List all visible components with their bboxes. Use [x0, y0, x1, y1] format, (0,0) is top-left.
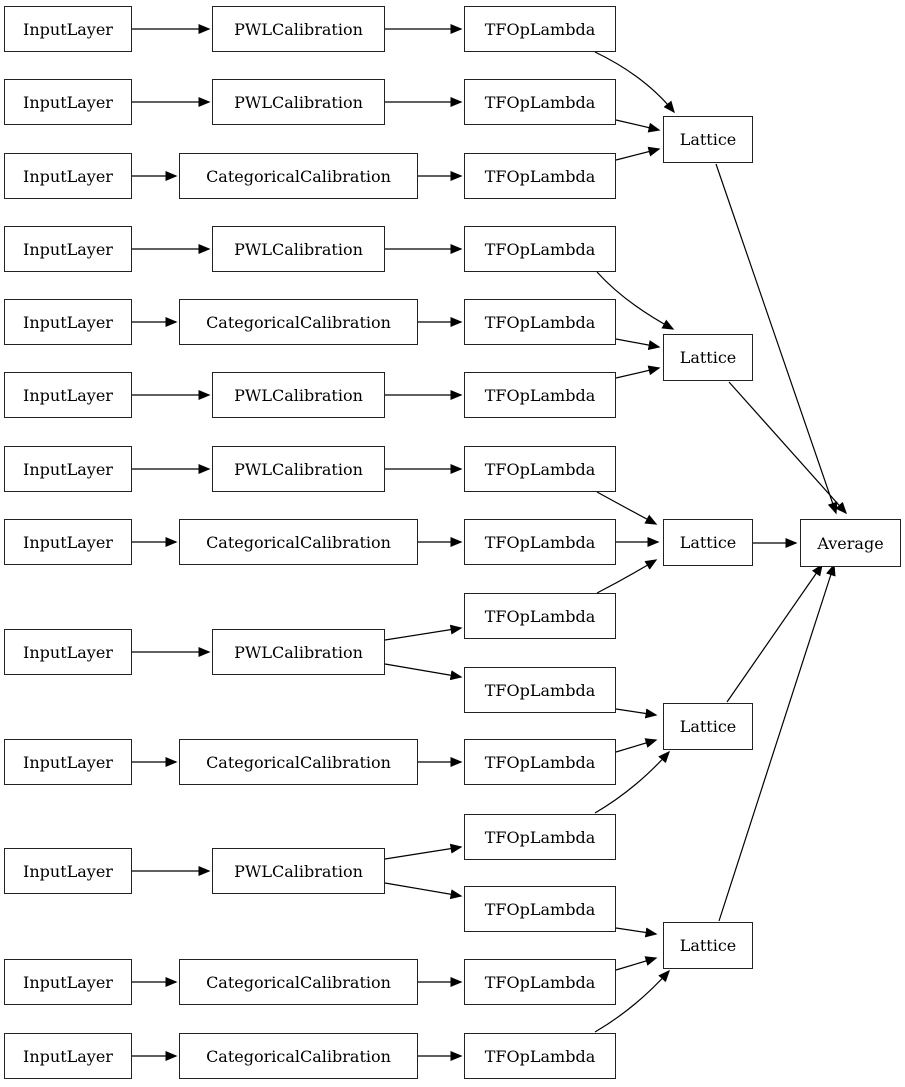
node-cc3: CategoricalCalibration: [179, 153, 418, 199]
node-tfl12: TFOpLambda: [464, 739, 616, 785]
node-il7: InputLayer: [4, 446, 132, 492]
edge-pwl10-to-tfl11: [384, 663, 463, 681]
node-lattice1: Lattice: [663, 116, 753, 163]
node-il6: InputLayer: [4, 372, 132, 418]
node-tfl16: TFOpLambda: [464, 959, 616, 1005]
node-tfl9: TFOpLambda: [464, 593, 616, 639]
node-il5: InputLayer: [4, 299, 132, 345]
node-tfl15: TFOpLambda: [464, 886, 616, 932]
edge-tfl1-to-lattice1: [594, 51, 675, 114]
edge-tfl16-to-lattice5: [615, 956, 658, 971]
node-cc8: CategoricalCalibration: [179, 519, 418, 565]
node-il4: InputLayer: [4, 226, 132, 272]
node-pwl2: PWLCalibration: [212, 79, 385, 125]
edge-tfl15-to-lattice5: [615, 927, 658, 938]
node-il1: InputLayer: [4, 6, 132, 52]
node-pwl1: PWLCalibration: [212, 6, 385, 52]
node-pwl7: PWLCalibration: [212, 446, 385, 492]
node-tfl17: TFOpLambda: [464, 1033, 616, 1079]
node-pwl4: PWLCalibration: [212, 226, 385, 272]
node-il2: InputLayer: [4, 79, 132, 125]
edge-tfl2-to-lattice1: [615, 119, 661, 133]
edge-tfl12-to-lattice4: [615, 738, 658, 753]
edge-pwl14-to-tfl13: [384, 843, 463, 860]
node-cc16: CategoricalCalibration: [179, 959, 418, 1005]
edge-pwl14-to-tfl15: [384, 882, 463, 900]
node-tfl7: TFOpLambda: [464, 446, 616, 492]
node-il16: InputLayer: [4, 959, 132, 1005]
node-il8: InputLayer: [4, 519, 132, 565]
node-tfl11: TFOpLambda: [464, 667, 616, 713]
node-pwl10: PWLCalibration: [212, 629, 385, 675]
edge-tfl3-to-lattice1: [615, 146, 661, 161]
node-average: Average: [800, 519, 901, 567]
node-pwl14: PWLCalibration: [212, 848, 385, 894]
edge-tfl7-to-lattice3: [596, 491, 658, 525]
node-lattice3: Lattice: [663, 519, 753, 566]
edge-tfl6-to-lattice2: [615, 365, 661, 379]
node-tfl1: TFOpLambda: [464, 6, 616, 52]
edge-lattice2-to-average: [728, 381, 847, 515]
edge-tfl5-to-lattice2: [615, 338, 661, 350]
node-pwl6: PWLCalibration: [212, 372, 385, 418]
node-tfl2: TFOpLambda: [464, 79, 616, 125]
node-cc17: CategoricalCalibration: [179, 1033, 418, 1079]
edge-tfl17-to-lattice5: [594, 969, 670, 1033]
edge-tfl11-to-lattice4: [615, 708, 658, 719]
edge-tfl9-to-lattice3: [596, 559, 658, 594]
node-il12: InputLayer: [4, 739, 132, 785]
edge-lattice4-to-average: [726, 563, 823, 703]
node-cc12: CategoricalCalibration: [179, 739, 418, 785]
node-tfl5: TFOpLambda: [464, 299, 616, 345]
node-tfl13: TFOpLambda: [464, 814, 616, 860]
edge-pwl10-to-tfl9: [384, 624, 463, 641]
edge-tfl13-to-lattice4: [594, 750, 670, 814]
node-tfl6: TFOpLambda: [464, 372, 616, 418]
node-tfl3: TFOpLambda: [464, 153, 616, 199]
edge-lattice5-to-average: [718, 563, 836, 922]
node-lattice2: Lattice: [663, 334, 753, 381]
node-lattice4: Lattice: [663, 703, 753, 750]
edge-tfl4-to-lattice2: [596, 271, 675, 330]
node-tfl4: TFOpLambda: [464, 226, 616, 272]
node-lattice5: Lattice: [663, 922, 753, 969]
node-il17: InputLayer: [4, 1033, 132, 1079]
node-il14: InputLayer: [4, 848, 132, 894]
node-il3: InputLayer: [4, 153, 132, 199]
node-il10: InputLayer: [4, 629, 132, 675]
node-cc5: CategoricalCalibration: [179, 299, 418, 345]
edge-lattice1-to-average: [715, 163, 838, 515]
node-tfl8: TFOpLambda: [464, 519, 616, 565]
